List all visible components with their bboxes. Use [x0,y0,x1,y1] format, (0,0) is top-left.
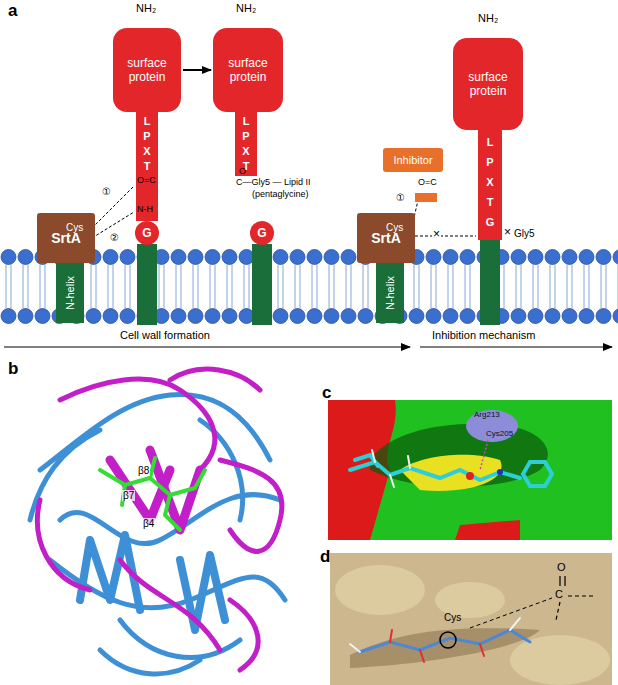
label-text: Cys [66,222,83,233]
label-text: Arg213 [474,411,500,420]
label-text: β8 [137,465,150,476]
residue-circle: G [135,221,159,245]
enzyme-box: SrtA [357,213,415,263]
node-text: G [142,226,151,240]
label-text: ② [110,232,119,243]
label-text: ① [102,186,111,197]
label-text: C—Gly5 — Lipid II [236,178,311,188]
label-text: β7 [122,490,135,501]
protein-ribbon [30,369,285,674]
protein-box: surface protein [213,28,283,112]
label-text: Cys [444,612,461,623]
flow-arrow [183,69,211,71]
inhibitor-fragment [415,193,437,202]
label-text: a [8,2,17,21]
residue-circle: G [250,221,274,245]
node-text: L P X T G [485,132,496,232]
surface-view [328,400,612,540]
node-text: L P X T [241,114,252,174]
surface-view [330,553,612,685]
label-text: Inhibition mechanism [432,329,535,341]
label-text: O [557,561,566,573]
anchor-bar [137,244,157,325]
label-text: NH₂ [478,12,498,24]
enzyme-box: SrtA [37,213,95,263]
node-text: L P X T [142,114,153,174]
label-text: Cys [386,222,403,233]
label-text: (pentaglycine) [252,190,309,200]
label-text: Cell wall formation [120,329,210,341]
label-text: C [555,588,563,600]
node-text: surface protein [457,70,519,99]
node-text: G [257,226,266,240]
inhibitor-box: Inhibitor [383,148,443,172]
helix-bar: N-helix [56,263,84,323]
protein-box: surface protein [113,28,181,112]
dashed-bond [415,236,476,237]
label-text: ① [396,192,405,203]
motif-bar: L P X T G [478,128,502,240]
label-text: × [432,228,441,241]
process-arrow [420,347,612,348]
node-text: Inhibitor [393,154,432,166]
node-text: N-helix [64,276,76,310]
label-text: O=C [418,178,437,188]
helix-bar: N-helix [376,263,404,323]
label-text: Cys205 [486,430,513,439]
label-text: N-H [137,205,153,215]
label-text: NH₂ [236,2,256,14]
label-text: d [320,548,330,567]
label-text: NH₂ [136,2,156,14]
label-text: O=C [137,176,156,186]
protein-box: surface protein [453,38,523,130]
dashed-bond [92,186,134,228]
process-arrow [4,347,410,348]
label-text: c [322,384,331,403]
anchor-bar [252,244,272,325]
anchor-bar [480,240,500,325]
node-text: surface protein [217,56,279,85]
node-text: N-helix [384,276,396,310]
node-text: surface protein [117,56,177,85]
label-text: b [8,360,18,379]
label-text: β4 [142,518,155,529]
label-text: O [239,167,246,177]
label-text: × [504,226,511,239]
label-text: Gly5 [514,228,535,239]
